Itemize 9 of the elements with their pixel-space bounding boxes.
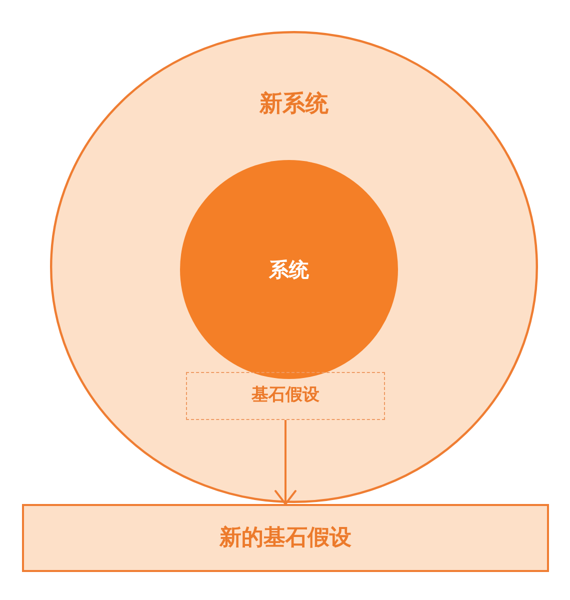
circle-label: 系统: [269, 258, 309, 281]
dashed-box: [186, 372, 385, 420]
arrow: [274, 420, 296, 505]
box-label: 基石假设: [252, 386, 320, 406]
large-circle: [50, 31, 538, 503]
filled-circle: [180, 160, 398, 379]
wide-box: [22, 504, 549, 572]
circle-title: 新系统: [260, 91, 328, 118]
box-label: 新的基石假设: [220, 525, 352, 551]
